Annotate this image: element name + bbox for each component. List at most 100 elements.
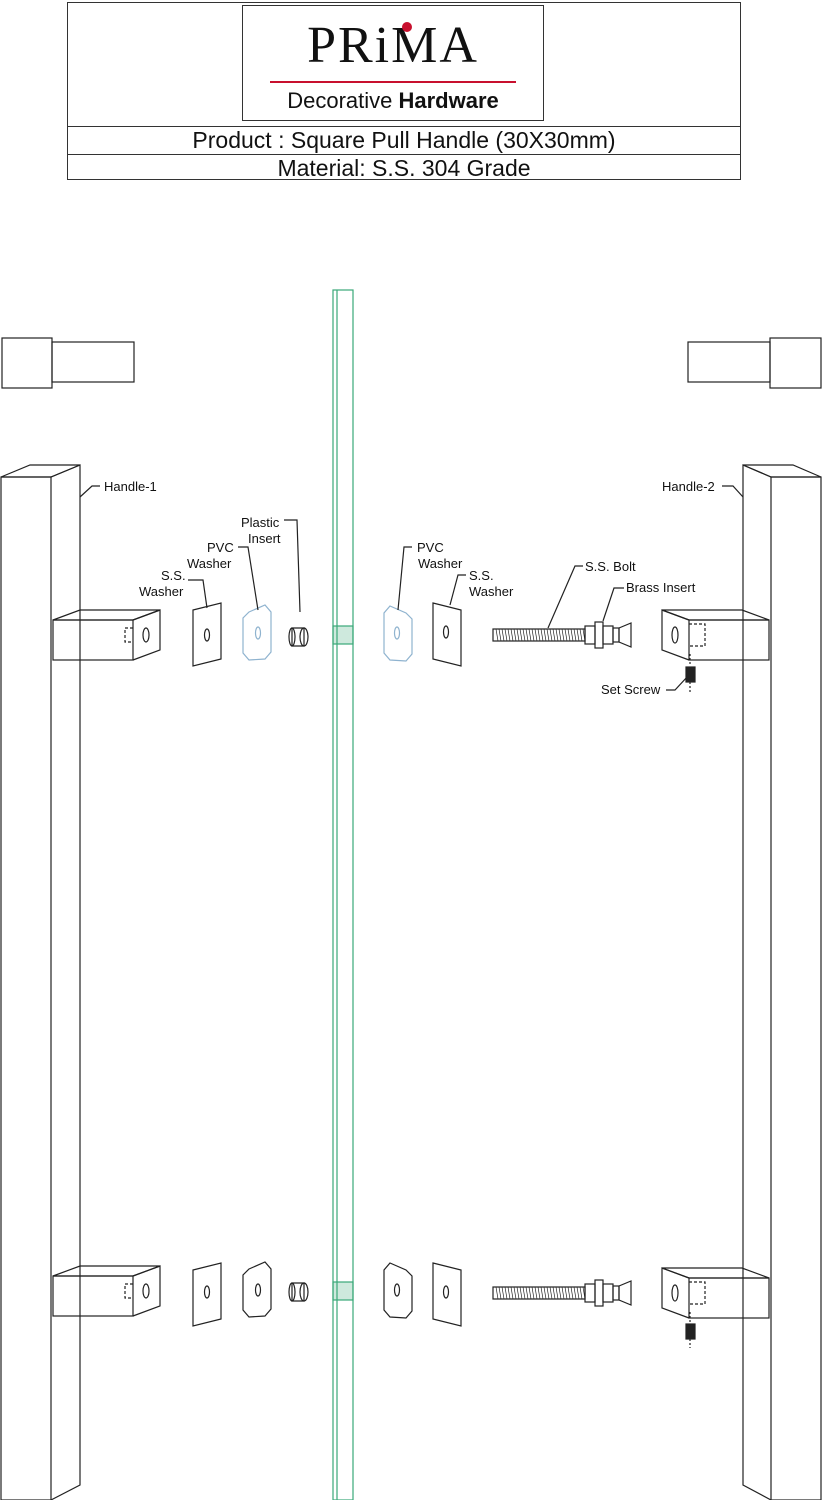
label-ss-washer-right: Washer <box>469 584 514 599</box>
ss-washer-left-bottom <box>192 1262 222 1327</box>
thread-line <box>504 1286 508 1300</box>
thread-line <box>555 628 559 642</box>
thread-line <box>528 628 532 642</box>
label-handle-1: Handle-1 <box>104 479 157 494</box>
thread-line <box>513 628 517 642</box>
handle-2-standoff-bottom <box>661 1267 770 1319</box>
thread-line <box>552 628 556 642</box>
label-plastic-insert: Insert <box>248 531 281 546</box>
thread-line <box>525 628 529 642</box>
handle-2-standoff-top <box>661 609 770 661</box>
thread-line <box>567 1286 571 1300</box>
label-ss-washer-right: S.S. <box>469 568 494 583</box>
thread-line <box>567 628 571 642</box>
label-pvc-washer-left: Washer <box>187 556 232 571</box>
material-line: Material: S.S. 304 Grade <box>277 155 531 181</box>
thread-line <box>561 628 565 642</box>
tagline-bold: Hardware <box>398 88 499 113</box>
thread-line <box>531 1286 535 1300</box>
label-brass-insert: Brass Insert <box>626 580 696 595</box>
handle-1-standoff-top <box>52 609 161 661</box>
brand-dot <box>402 22 412 32</box>
glass-panel <box>332 289 354 1500</box>
thread-line <box>519 628 523 642</box>
set-screw-bottom <box>685 1312 696 1348</box>
handle-1-bar <box>0 464 81 1500</box>
thread-line <box>534 1286 538 1300</box>
thread-line <box>498 1286 502 1300</box>
brand-rule <box>270 81 516 83</box>
thread-line <box>495 628 499 642</box>
thread-line <box>579 1286 583 1300</box>
thread-line <box>555 1286 559 1300</box>
label-ss-washer-left: Washer <box>139 584 184 599</box>
thread-line <box>558 1286 562 1300</box>
thread-line <box>522 1286 526 1300</box>
set-screw-top <box>685 654 696 692</box>
thread-line <box>576 1286 580 1300</box>
thread-line <box>573 1286 577 1300</box>
thread-line <box>507 628 511 642</box>
thread-line <box>549 1286 553 1300</box>
thread-line <box>519 1286 523 1300</box>
thread-line <box>564 628 568 642</box>
handle-2-bar <box>742 464 822 1500</box>
divider <box>68 154 740 155</box>
thread-line <box>579 628 583 642</box>
label-ss-bolt: S.S. Bolt <box>585 559 636 574</box>
thread-line <box>525 1286 529 1300</box>
thread-line <box>495 1286 499 1300</box>
bolt-thread <box>495 1286 586 1300</box>
thread-line <box>564 1286 568 1300</box>
label-handle-2: Handle-2 <box>662 479 715 494</box>
handle-1-top-view <box>1 337 135 389</box>
thread-line <box>546 628 550 642</box>
thread-line <box>543 628 547 642</box>
divider <box>68 126 740 127</box>
thread-line <box>573 628 577 642</box>
tagline-light: Decorative <box>287 88 399 113</box>
pvc-washer-left-bottom <box>242 1261 272 1318</box>
plastic-insert-bottom <box>288 1282 309 1302</box>
thread-line <box>498 628 502 642</box>
thread-line <box>549 628 553 642</box>
thread-line <box>570 628 574 642</box>
thread-line <box>513 1286 517 1300</box>
handle-1-standoff-bottom <box>52 1265 161 1317</box>
thread-line <box>516 1286 520 1300</box>
thread-line <box>507 1286 511 1300</box>
pvc-washer-right-bottom <box>383 1262 413 1319</box>
thread-line <box>537 628 541 642</box>
thread-line <box>561 1286 565 1300</box>
label-ss-washer-left: S.S. <box>161 568 186 583</box>
label-pvc-washer-right: Washer <box>418 556 463 571</box>
thread-line <box>522 628 526 642</box>
thread-line <box>552 1286 556 1300</box>
product-line: Product : Square Pull Handle (30X30mm) <box>192 127 616 153</box>
thread-line <box>576 628 580 642</box>
thread-line <box>501 1286 505 1300</box>
handle-2-top-view <box>687 337 822 389</box>
ss-bolt-top <box>492 621 632 649</box>
thread-line <box>543 1286 547 1300</box>
label-pvc-washer-left: PVC <box>207 540 234 555</box>
leader-lines <box>79 485 744 691</box>
thread-line <box>540 628 544 642</box>
logo: PRiMA Decorative Hardware <box>242 5 544 121</box>
thread-line <box>558 628 562 642</box>
label-plastic-insert: Plastic <box>241 515 280 530</box>
thread-line <box>510 1286 514 1300</box>
thread-line <box>546 1286 550 1300</box>
thread-line <box>570 1286 574 1300</box>
thread-line <box>516 628 520 642</box>
pvc-washer-right-top <box>383 605 413 662</box>
brand-name: PRiMA <box>307 17 479 74</box>
label-pvc-washer-right: PVC <box>417 540 444 555</box>
pvc-washer-left-top <box>242 604 272 661</box>
thread-line <box>534 628 538 642</box>
ss-washer-left-top <box>192 602 222 667</box>
brand-tagline: Decorative Hardware <box>243 88 543 114</box>
thread-line <box>537 1286 541 1300</box>
plastic-insert-top <box>288 627 309 647</box>
